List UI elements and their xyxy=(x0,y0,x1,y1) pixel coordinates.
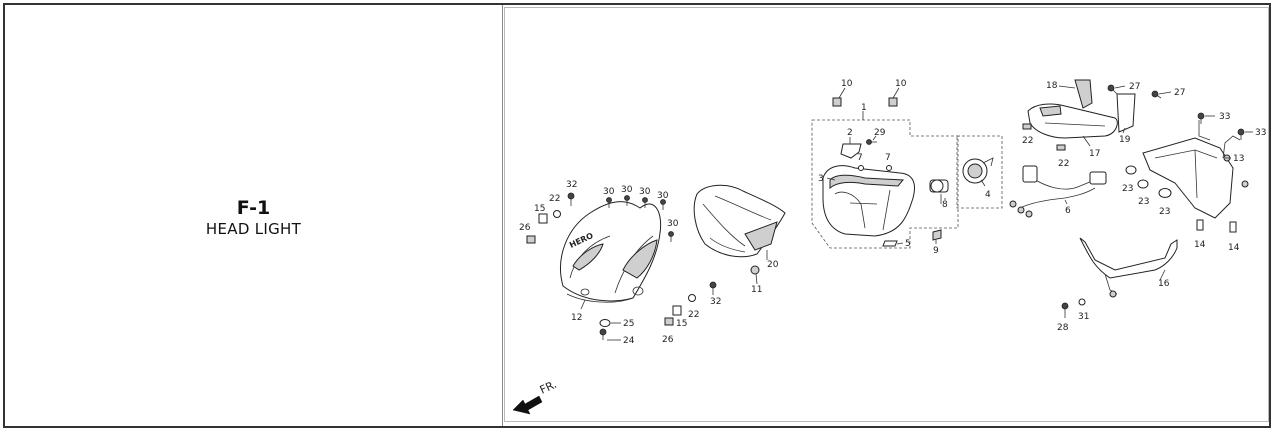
callout-30: 30 xyxy=(657,191,669,201)
bulb-part xyxy=(929,179,949,204)
callout-25: 25 xyxy=(623,319,634,329)
arrow-icon xyxy=(512,395,543,415)
callout-7: 7 xyxy=(885,153,891,163)
front-cowl-part: HERO xyxy=(560,201,662,303)
bracket-2-part xyxy=(840,143,862,159)
clip-5-part xyxy=(882,240,898,247)
headlight-unit-box xyxy=(811,119,959,249)
callout-28: 28 xyxy=(1057,323,1069,333)
callout-6: 6 xyxy=(1065,206,1071,216)
inner-cover-part xyxy=(693,184,786,258)
callout-27: 27 xyxy=(1129,82,1140,92)
callout-33: 33 xyxy=(1219,112,1230,122)
callout-14: 14 xyxy=(1228,243,1240,253)
callout-31: 31 xyxy=(1078,312,1089,322)
callout-11: 11 xyxy=(751,285,762,295)
cover-bracket-18-part xyxy=(1074,79,1093,109)
callout-30: 30 xyxy=(667,219,679,229)
leader-lines xyxy=(580,85,1253,341)
callout-22: 22 xyxy=(688,310,699,320)
callout-22: 22 xyxy=(549,194,560,204)
callout-23: 23 xyxy=(1159,207,1170,217)
headlight-exploded-diagram: HERO xyxy=(512,79,1266,415)
callout-10: 10 xyxy=(841,79,853,89)
callout-3: 3 xyxy=(818,174,824,184)
callout-18: 18 xyxy=(1046,81,1058,91)
callout-17: 17 xyxy=(1089,149,1100,159)
callout-22: 22 xyxy=(1058,159,1069,169)
callout-30: 30 xyxy=(621,185,633,195)
callout-5: 5 xyxy=(905,239,911,249)
callout-27: 27 xyxy=(1174,88,1185,98)
cover-plate-19-part xyxy=(1116,93,1136,133)
callout-1: 1 xyxy=(861,103,867,113)
callout-32: 32 xyxy=(710,297,721,307)
callout-9: 9 xyxy=(933,246,939,256)
callout-26: 26 xyxy=(519,223,531,233)
callout-7: 7 xyxy=(857,153,863,163)
callout-15: 15 xyxy=(534,204,545,214)
callout-30: 30 xyxy=(603,187,615,197)
section-title-block: F-1 HEAD LIGHT xyxy=(5,197,502,239)
callout-33: 33 xyxy=(1255,128,1266,138)
callout-14: 14 xyxy=(1194,240,1206,250)
callout-12: 12 xyxy=(571,313,582,323)
parts-page-frame: F-1 HEAD LIGHT HERO xyxy=(3,3,1271,428)
callout-23: 23 xyxy=(1122,184,1133,194)
callout-32: 32 xyxy=(566,180,577,190)
callout-4: 4 xyxy=(985,190,991,200)
callout-20: 20 xyxy=(767,260,779,270)
callout-22: 22 xyxy=(1022,136,1033,146)
callout-10: 10 xyxy=(895,79,907,89)
callout-numbers: 10 10 1 2 29 7 7 3 5 8 4 9 6 18 27 27 33… xyxy=(519,79,1266,346)
headlight-lens-part xyxy=(822,165,915,237)
callout-23: 23 xyxy=(1138,197,1149,207)
wire-harness-part xyxy=(1009,165,1107,218)
bulb-socket-part xyxy=(962,157,994,184)
callout-19: 19 xyxy=(1119,135,1131,145)
callout-30: 30 xyxy=(639,187,651,197)
headlight-stay-part xyxy=(1142,120,1249,219)
callout-16: 16 xyxy=(1158,279,1170,289)
meter-cover-part xyxy=(1027,103,1118,139)
callout-13: 13 xyxy=(1233,154,1244,164)
callout-26: 26 xyxy=(662,335,674,345)
section-title-cell: F-1 HEAD LIGHT xyxy=(5,5,503,426)
front-direction-arrow: FR. xyxy=(512,378,559,415)
fasteners xyxy=(526,84,1245,340)
callout-29: 29 xyxy=(874,128,886,138)
mount-bracket-part xyxy=(1079,237,1178,298)
section-code: F-1 xyxy=(236,197,271,219)
exploded-diagram-cell: HERO xyxy=(504,7,1269,422)
callout-2: 2 xyxy=(847,128,853,138)
socket-box xyxy=(956,135,1003,209)
callout-24: 24 xyxy=(623,336,635,346)
section-name: HEAD LIGHT xyxy=(205,220,302,238)
callout-15: 15 xyxy=(676,319,687,329)
callout-8: 8 xyxy=(942,200,948,210)
direction-label: FR. xyxy=(538,378,559,397)
